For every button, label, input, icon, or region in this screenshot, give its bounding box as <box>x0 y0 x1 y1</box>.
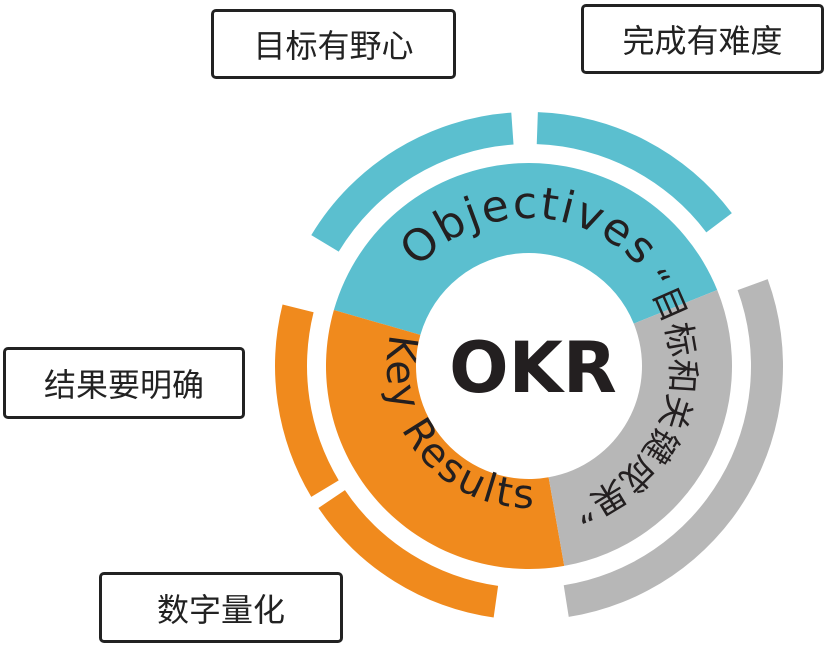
callout-ambitious-goals: 目标有野心 <box>211 9 456 79</box>
outer-arc-orange-lower <box>318 490 499 618</box>
key-results-segment <box>326 310 565 569</box>
outer-arc-gray <box>563 279 783 617</box>
callout-quantified: 数字量化 <box>99 572 343 643</box>
outer-arc-orange-upper <box>275 304 339 497</box>
okr-definition-segment <box>548 289 732 566</box>
outer-arc-teal-right <box>536 112 732 233</box>
outer-arc-teal-left <box>311 112 514 252</box>
center-label: OKR <box>449 327 617 409</box>
callout-clear-results: 结果要明确 <box>3 347 245 419</box>
callout-challenging-completion: 完成有难度 <box>581 4 824 74</box>
objectives-segment <box>333 162 718 335</box>
